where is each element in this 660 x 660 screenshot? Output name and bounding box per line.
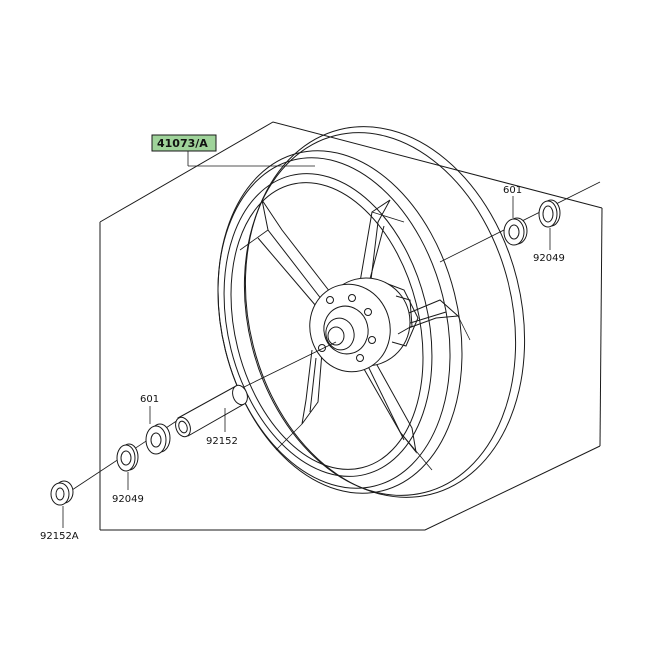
left-seal[interactable] (116, 443, 139, 472)
right-bearing-label[interactable]: 601 (503, 185, 522, 196)
axis-line-collar (241, 341, 337, 389)
left-bearing[interactable] (145, 423, 171, 455)
wheel-part-label[interactable]: 41073/A (151, 134, 217, 152)
wheel-hub (309, 277, 419, 373)
collar[interactable] (173, 383, 250, 439)
spacer-label[interactable]: 92152A (40, 531, 79, 542)
collar-label[interactable]: 92152 (206, 436, 238, 447)
right-seal[interactable] (538, 199, 561, 228)
label-highlight-box (151, 134, 217, 152)
left-bearing-label[interactable]: 601 (140, 394, 159, 405)
wheel-part-number: 41073/A (157, 137, 208, 150)
right-bearing[interactable] (503, 217, 528, 246)
spacer[interactable] (50, 480, 74, 506)
right-seal-label[interactable]: 92049 (533, 253, 565, 264)
wheel-rim (217, 126, 526, 498)
wheel[interactable] (183, 97, 562, 528)
left-seal-label[interactable]: 92049 (112, 494, 144, 505)
diagram-frame (99, 121, 603, 531)
wheel-spokes (239, 199, 471, 471)
